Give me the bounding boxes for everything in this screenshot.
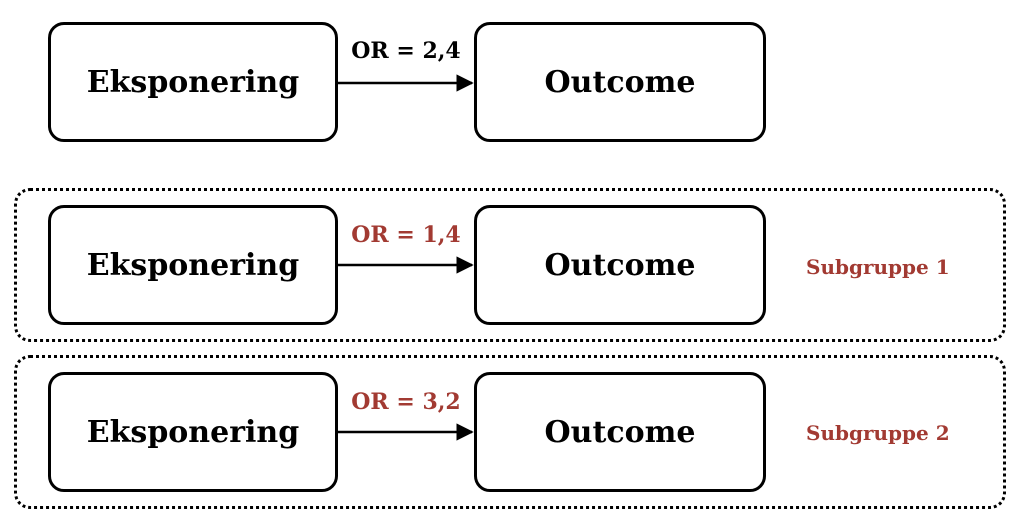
or-label-overall: OR = 2,4 <box>351 38 461 64</box>
subgroup-2-label: Subgruppe 2 <box>806 421 950 445</box>
exposure-label: Eksponering <box>86 414 300 450</box>
outcome-label: Outcome <box>544 247 696 283</box>
exposure-box-subgroup-1: Eksponering <box>48 205 338 325</box>
exposure-box-subgroup-2: Eksponering <box>48 372 338 492</box>
outcome-box-subgroup-1: Outcome <box>474 205 766 325</box>
or-label-subgroup-1: OR = 1,4 <box>351 222 461 248</box>
or-label-subgroup-2: OR = 3,2 <box>351 389 461 415</box>
subgroup-1-container <box>14 188 1006 342</box>
outcome-box-overall: Outcome <box>474 22 766 142</box>
outcome-box-subgroup-2: Outcome <box>474 372 766 492</box>
outcome-label: Outcome <box>544 64 696 100</box>
subgroup-2-container <box>14 355 1006 509</box>
exposure-box-overall: Eksponering <box>48 22 338 142</box>
outcome-label: Outcome <box>544 414 696 450</box>
exposure-label: Eksponering <box>86 247 300 283</box>
subgroup-1-label: Subgruppe 1 <box>806 255 950 279</box>
exposure-label: Eksponering <box>86 64 300 100</box>
